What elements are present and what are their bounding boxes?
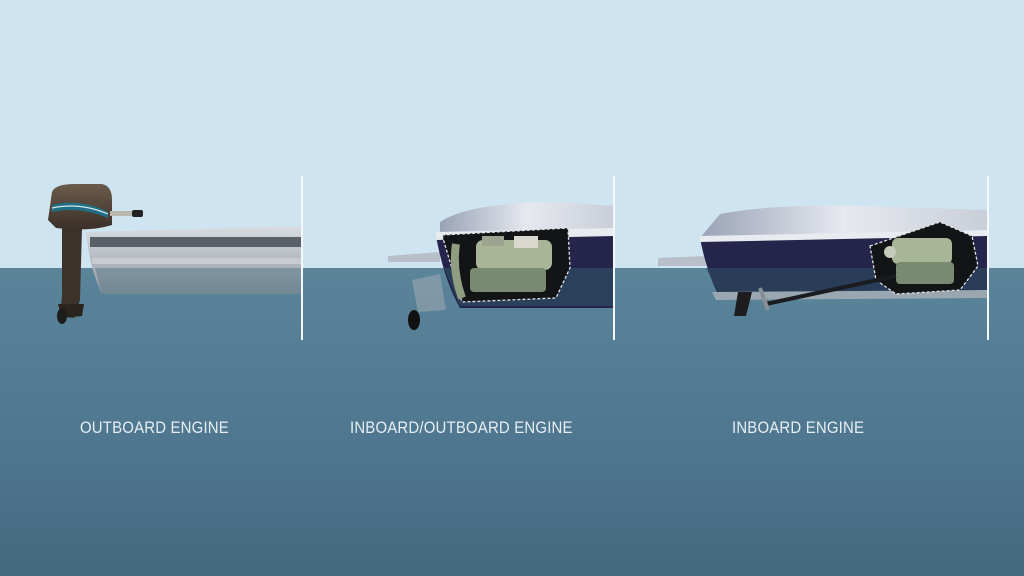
- outboard-boat-illustration: [48, 176, 303, 340]
- inboard-boat-illustration: [658, 176, 989, 340]
- outboard-motor-icon: [48, 184, 143, 324]
- water-background: [0, 268, 1024, 576]
- sterndrive-boat-illustration: [388, 176, 615, 340]
- engine-cutaway-icon: [441, 227, 571, 303]
- inboard-outboard-engine-label: INBOARD/OUTBOARD ENGINE: [350, 418, 573, 437]
- engine-cutaway-icon: [869, 221, 979, 295]
- inboard-engine-label: INBOARD ENGINE: [732, 418, 865, 437]
- outboard-engine-label: OUTBOARD ENGINE: [80, 418, 229, 437]
